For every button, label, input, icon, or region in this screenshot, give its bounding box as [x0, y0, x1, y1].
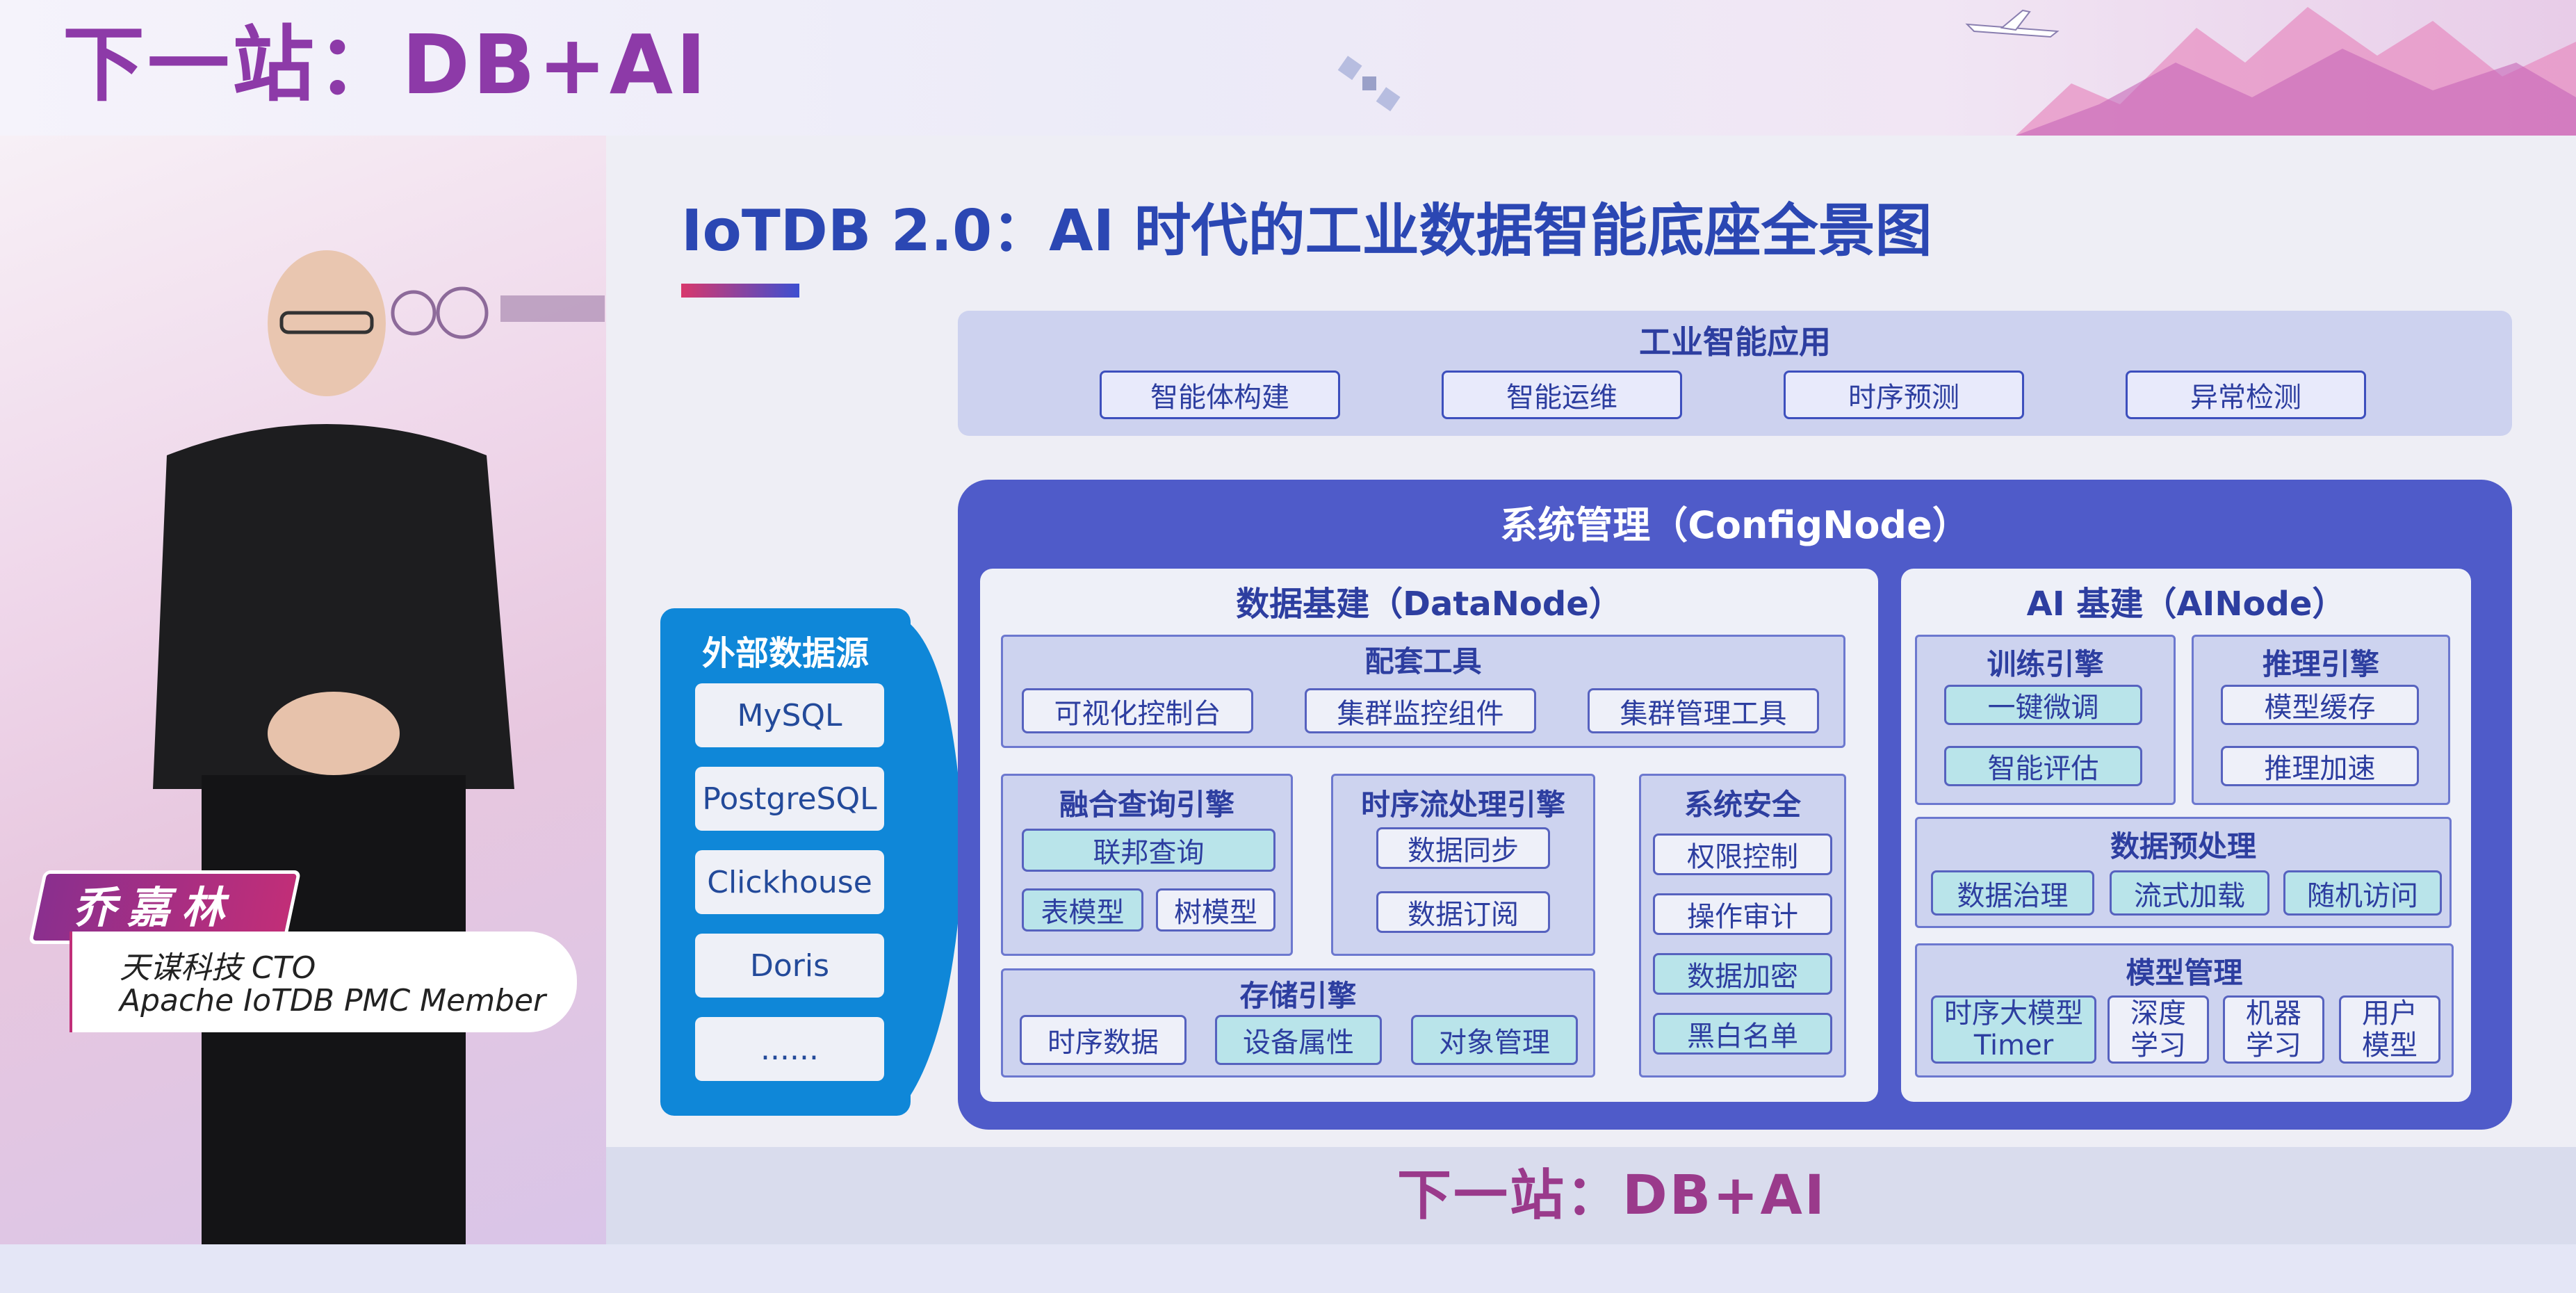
tool-item: 集群监控组件: [1305, 688, 1536, 733]
model-item-line: Timer: [1973, 1030, 2054, 1062]
title-underline: [681, 284, 799, 298]
inference-item: 模型缓存: [2221, 685, 2419, 725]
query-item: 联邦查询: [1022, 829, 1275, 872]
security-item: 黑白名单: [1653, 1013, 1832, 1055]
source-item: ......: [695, 1017, 884, 1081]
speaker-figure: [153, 250, 514, 1244]
stream-engine-title: 时序流处理引擎: [1360, 787, 1565, 822]
event-title: 下一站：DB+AI: [63, 17, 709, 113]
model-item-line: 模型: [2362, 1030, 2418, 1062]
model-item-line: 时序大模型: [1944, 998, 2083, 1030]
industry-apps-title: 工业智能应用: [1639, 323, 1831, 361]
footer-strip: [0, 1244, 2576, 1293]
inference-engine-title: 推理引擎: [2262, 646, 2379, 681]
inference-item: 推理加速: [2221, 746, 2419, 786]
datanode-title: 数据基建（DataNode）: [1236, 585, 1622, 624]
stream-item: 数据订阅: [1376, 891, 1550, 933]
preprocess-item: 数据治理: [1931, 870, 2094, 916]
model-item: 深度 学习: [2108, 995, 2209, 1064]
app-item: 异常检测: [2126, 371, 2366, 419]
source-item: MySQL: [695, 683, 884, 747]
model-item: 机器 学习: [2223, 995, 2324, 1064]
bottom-event-title: 下一站：DB+AI: [1397, 1164, 1827, 1227]
query-engine-title: 融合查询引擎: [1059, 787, 1234, 822]
training-item: 智能评估: [1944, 746, 2142, 786]
tool-item: 集群管理工具: [1588, 688, 1819, 733]
system-management-title: 系统管理（ConfigNode）: [1500, 503, 1970, 547]
tool-item: 可视化控制台: [1022, 688, 1253, 733]
model-item-line: 深度: [2130, 998, 2186, 1030]
model-item-line: 学习: [2246, 1030, 2301, 1062]
role-card: [70, 932, 577, 1032]
storage-engine-title: 存储引擎: [1239, 978, 1357, 1013]
slide-bottom-band: [606, 1147, 2576, 1244]
speaker-video: [0, 136, 606, 1244]
training-item: 一键微调: [1944, 685, 2142, 725]
app-item: 智能运维: [1442, 371, 1682, 419]
satellite-icon: [1337, 56, 1401, 112]
preprocess-item: 随机访问: [2283, 870, 2442, 916]
model-item-line: 机器: [2246, 998, 2301, 1030]
speaker-name: 乔嘉林: [73, 882, 236, 933]
model-management-title: 模型管理: [2126, 955, 2243, 990]
preprocess-title: 数据预处理: [2110, 829, 2256, 863]
top-banner: [0, 0, 2576, 136]
app-item: 智能体构建: [1100, 371, 1340, 419]
storage-item: 设备属性: [1215, 1015, 1382, 1065]
model-item: 用户 模型: [2339, 995, 2440, 1064]
storage-item: 时序数据: [1020, 1015, 1187, 1065]
tools-title: 配套工具: [1364, 644, 1482, 678]
security-item: 数据加密: [1653, 953, 1832, 995]
stream-item: 数据同步: [1376, 827, 1550, 869]
security-title: 系统安全: [1684, 787, 1801, 822]
airplane-icon: [1965, 9, 2060, 38]
security-item: 操作审计: [1653, 893, 1832, 935]
app-item: 时序预测: [1784, 371, 2024, 419]
university-logo: [391, 286, 605, 339]
source-item: Clickhouse: [695, 850, 884, 914]
speaker-company: 天谋科技 CTO: [120, 950, 316, 986]
query-item: 树模型: [1156, 888, 1275, 932]
training-engine-title: 训练引擎: [1987, 646, 2104, 681]
ainode-title: AI 基建（AINode）: [2026, 585, 2346, 624]
model-item-line: 学习: [2130, 1030, 2186, 1062]
external-sources-title: 外部数据源: [701, 634, 869, 673]
model-item: 时序大模型 Timer: [1931, 995, 2096, 1064]
security-item: 权限控制: [1653, 833, 1832, 875]
speaker-role: Apache IoTDB PMC Member: [120, 983, 546, 1018]
storage-item: 对象管理: [1411, 1015, 1578, 1065]
mountain-illustration: [2016, 7, 2576, 136]
source-item: Doris: [695, 934, 884, 998]
preprocess-item: 流式加载: [2110, 870, 2269, 916]
model-item-line: 用户: [2362, 998, 2418, 1030]
source-item: PostgreSQL: [695, 767, 884, 831]
slide-title: IoTDB 2.0：AI 时代的工业数据智能底座全景图: [681, 198, 1932, 264]
query-item: 表模型: [1022, 888, 1143, 932]
